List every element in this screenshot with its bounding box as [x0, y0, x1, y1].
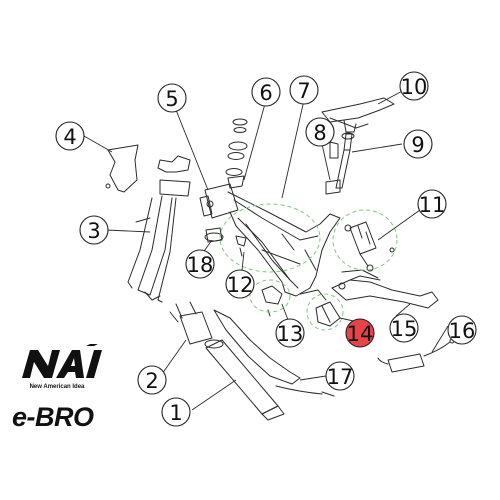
leader-3 — [105, 229, 151, 233]
callout-number-3: 3 — [87, 219, 100, 243]
number-plate-part — [105, 144, 139, 193]
controller-part — [169, 301, 213, 345]
battery-part — [204, 339, 285, 421]
callout-number-6: 6 — [259, 81, 272, 105]
charger-part — [377, 338, 455, 373]
leader-6 — [243, 99, 267, 181]
callout-number-18: 18 — [187, 253, 214, 277]
leader-1 — [191, 379, 237, 411]
callout-3: 3 — [79, 215, 109, 245]
callout-circle-14 — [345, 318, 375, 348]
callout-circle-9 — [403, 129, 433, 159]
callout-number-1: 1 — [169, 401, 182, 425]
callout-circle-11 — [417, 189, 447, 219]
callout-number-2: 2 — [145, 369, 158, 393]
callout-circle-15 — [389, 313, 419, 343]
callout-circle-5 — [157, 83, 187, 113]
callout-circle-3 — [79, 215, 109, 245]
callout-circle-16 — [447, 315, 477, 345]
callout-16: 16 — [447, 315, 477, 345]
saddle-part — [321, 97, 395, 133]
callout-circle-18 — [185, 249, 215, 279]
leader-13 — [281, 303, 289, 321]
detail-circle-frame — [219, 203, 321, 273]
callout-number-7: 7 — [297, 79, 310, 103]
leader-12 — [241, 251, 245, 271]
callout-number-9: 9 — [411, 133, 424, 157]
headset-stack-part — [225, 118, 248, 189]
callout-circle-12 — [225, 269, 255, 299]
callout-circle-7 — [289, 75, 319, 105]
front-fork-part — [127, 155, 191, 303]
callout-5: 5 — [157, 83, 187, 113]
swingarm-part — [331, 269, 439, 309]
skid-plate-part — [213, 309, 335, 397]
leader-11 — [377, 209, 421, 241]
callout-circle-8 — [305, 117, 335, 147]
detail-circle-shock — [332, 209, 398, 271]
callout-number-14: 14 — [347, 322, 374, 346]
callout-4: 4 — [55, 121, 85, 151]
callout-17: 17 — [325, 361, 355, 391]
callout-number-12: 12 — [227, 273, 254, 297]
callout-6: 6 — [251, 77, 281, 107]
callout-number-11: 11 — [419, 193, 446, 217]
leader-4 — [83, 135, 113, 153]
detail-circles — [219, 203, 398, 331]
brand-name: New American Idea — [29, 384, 85, 390]
callout-11: 11 — [417, 189, 447, 219]
callout-number-13: 13 — [277, 322, 304, 346]
frame-hardware-part — [235, 235, 247, 257]
bearing-part — [204, 232, 224, 242]
leader-7 — [281, 99, 305, 199]
callout-circle-2 — [137, 365, 167, 395]
detail-circle-motor — [249, 279, 291, 313]
callout-number-15: 15 — [391, 317, 418, 341]
callout-number-5: 5 — [165, 87, 178, 111]
callout-circle-6 — [251, 77, 281, 107]
callout-7: 7 — [289, 75, 319, 105]
callout-10: 10 — [399, 71, 429, 101]
callout-1: 1 — [161, 397, 191, 427]
callout-9: 9 — [403, 129, 433, 159]
seat-post-part — [335, 132, 355, 189]
leader-5 — [171, 99, 209, 191]
leader-8 — [321, 143, 331, 181]
callout-12: 12 — [225, 269, 255, 299]
nai-logo — [22, 344, 102, 378]
callout-circle-10 — [399, 71, 429, 101]
leader-17 — [299, 375, 327, 381]
callout-number-8: 8 — [313, 121, 326, 145]
leader-9 — [351, 143, 403, 153]
callout-8: 8 — [305, 117, 335, 147]
callout-number-17: 17 — [327, 365, 354, 389]
main-frame-part — [204, 183, 341, 297]
callout-circle-17 — [325, 361, 355, 391]
rear-shock-part — [344, 221, 395, 272]
leader-lines — [83, 87, 449, 411]
headset-part — [199, 195, 223, 243]
callout-18: 18 — [185, 249, 215, 279]
callout-number-4: 4 — [63, 125, 76, 149]
callout-number-10: 10 — [401, 75, 428, 99]
callout-circle-4 — [55, 121, 85, 151]
callout-number-16: 16 — [449, 319, 476, 343]
callout-15: 15 — [389, 313, 419, 343]
leader-15 — [395, 303, 411, 317]
callout-14: 14 — [345, 318, 375, 348]
brand-product: e-BRO — [12, 402, 94, 432]
callout-circle-1 — [161, 397, 191, 427]
callout-13: 13 — [275, 318, 305, 348]
motor-mount-part — [261, 285, 283, 317]
seat-clamp-part — [325, 141, 341, 195]
leader-16 — [431, 325, 449, 353]
callout-circle-13 — [275, 318, 305, 348]
bracket-part — [299, 289, 341, 327]
callout-2: 2 — [137, 365, 167, 395]
detail-circle-bracket — [306, 293, 344, 331]
leader-2 — [161, 339, 187, 375]
